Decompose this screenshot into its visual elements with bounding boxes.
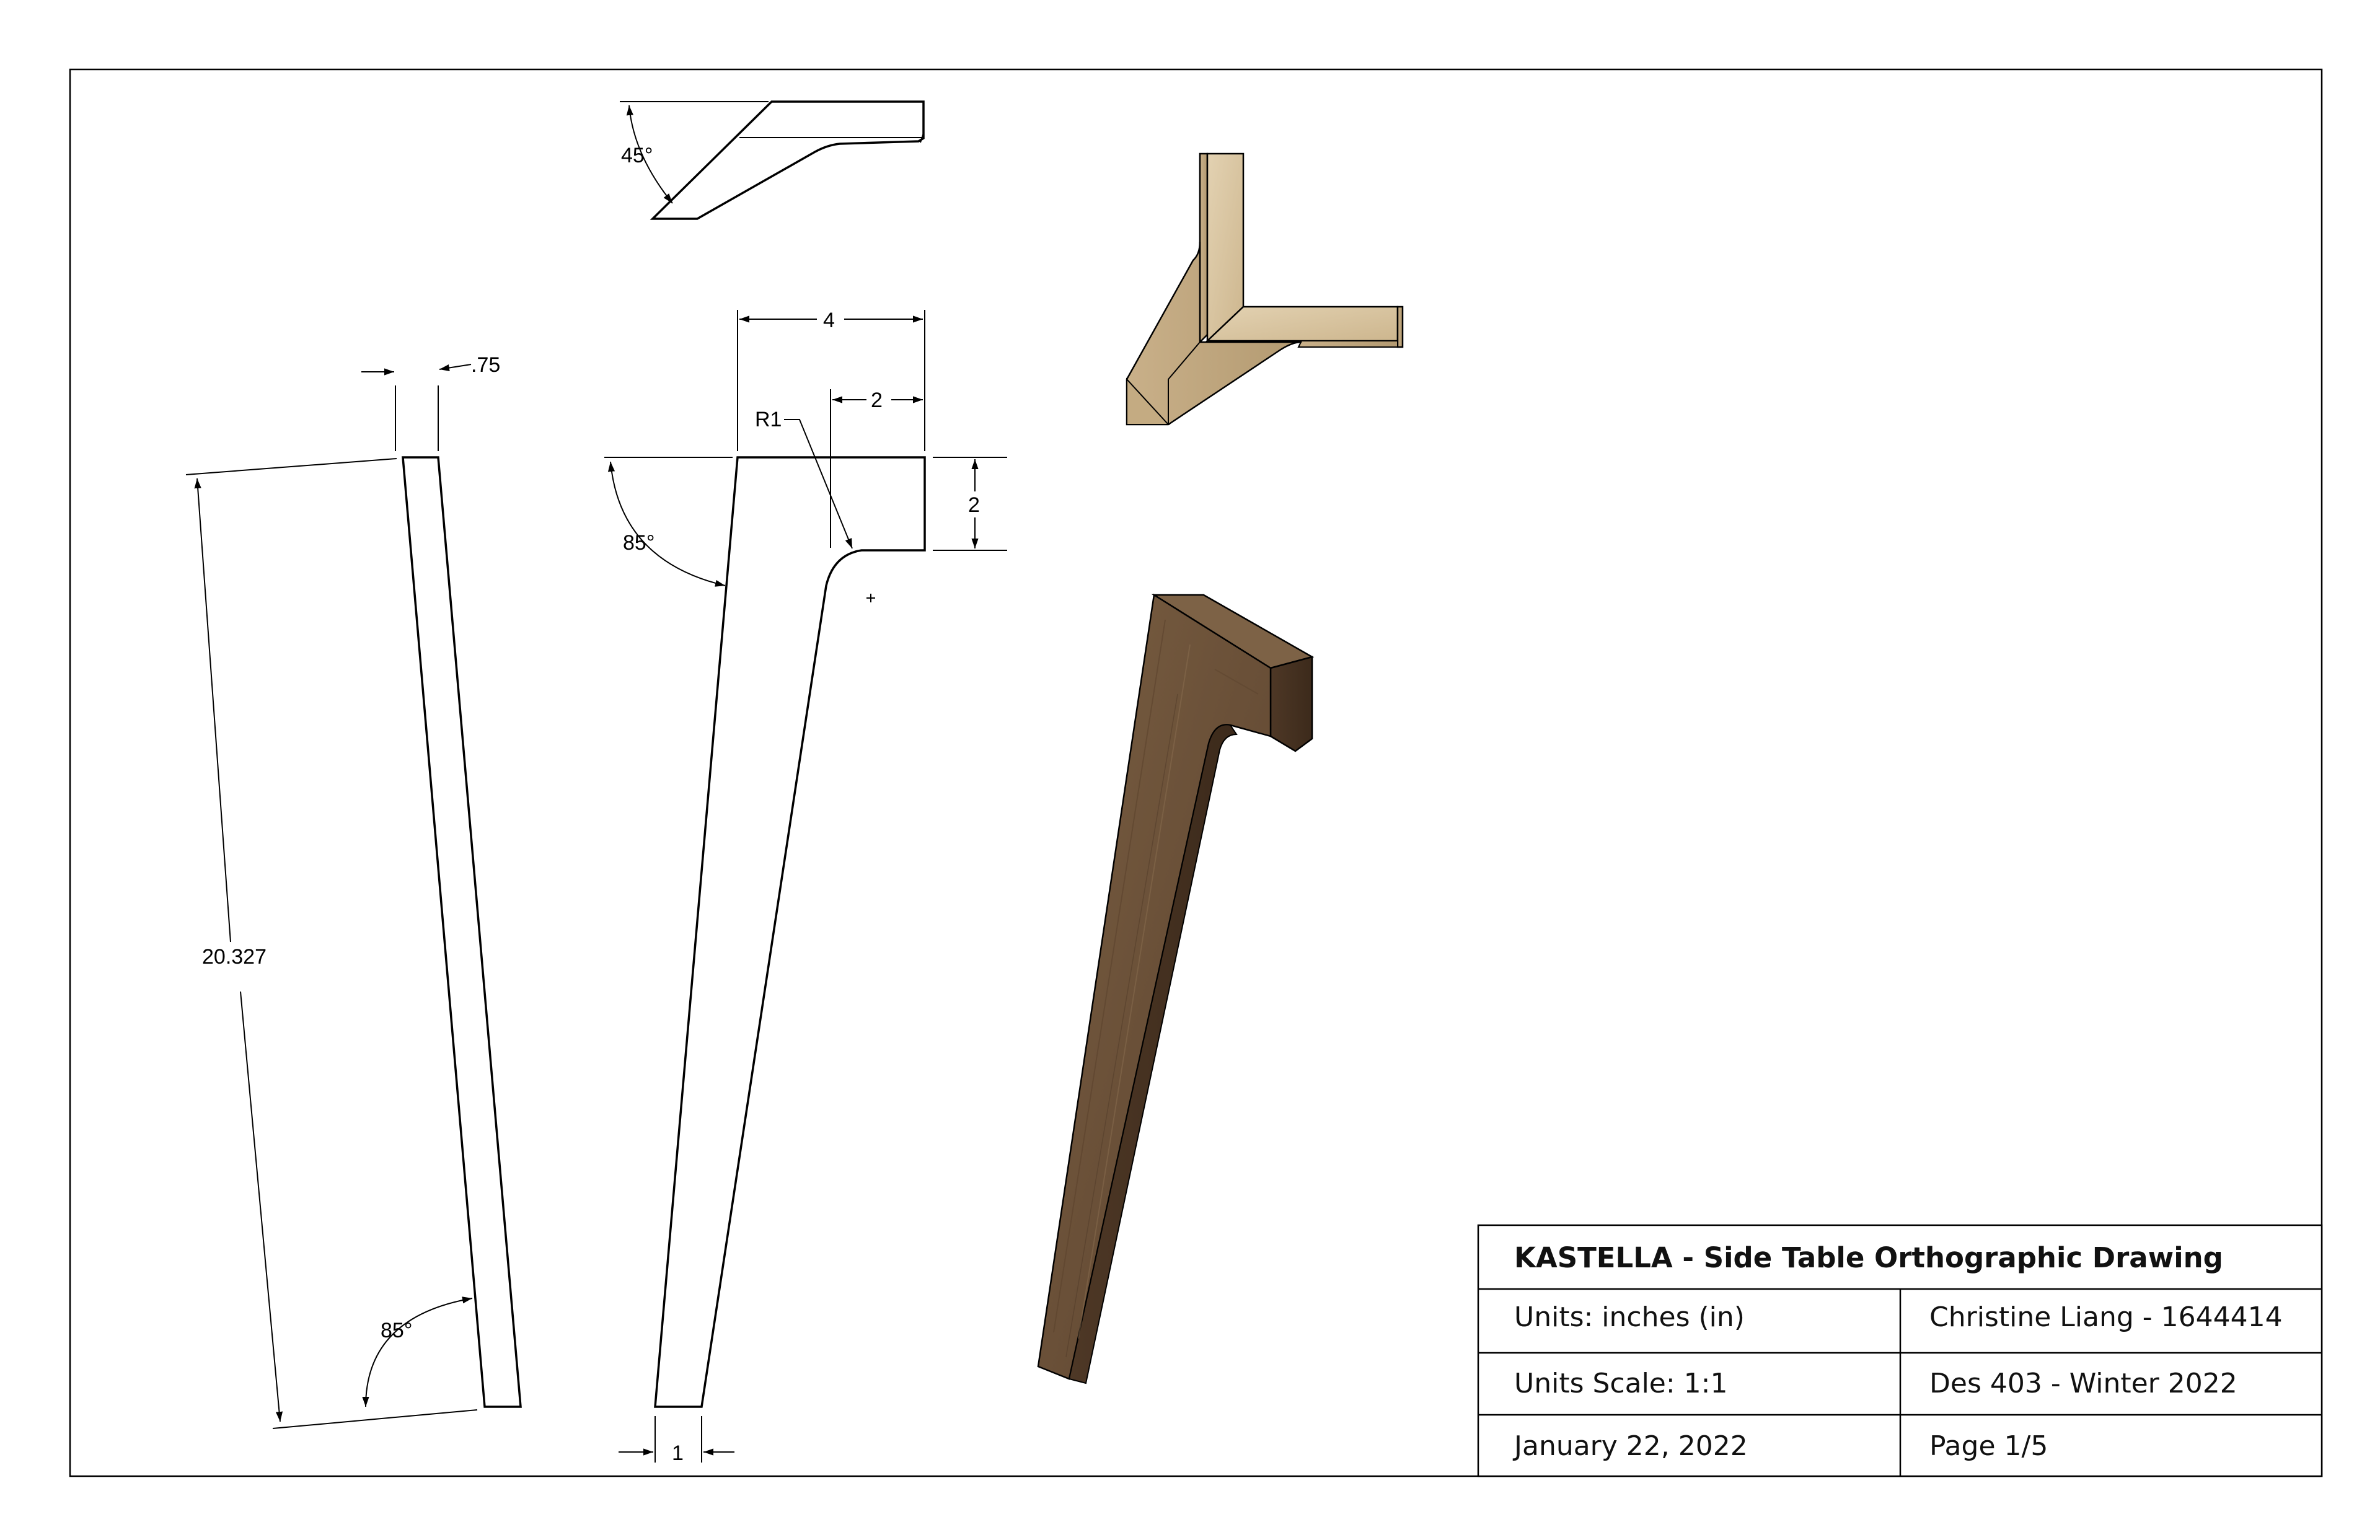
- radius-label: R1: [755, 408, 782, 431]
- notch-depth-label: 2: [968, 493, 980, 517]
- notch-width-label: 2: [871, 389, 883, 412]
- angle-bottom-label: 85°: [381, 1319, 412, 1342]
- side-view: .75 20.327 85°: [185, 353, 522, 1429]
- title-block-scale: Units Scale: 1:1: [1514, 1368, 1727, 1399]
- title-block-date: January 22, 2022: [1512, 1430, 1748, 1462]
- title-block-units: Units: inches (in): [1514, 1301, 1745, 1333]
- angle-45-label: 45°: [621, 144, 653, 167]
- title-block: KASTELLA - Side Table Orthographic Drawi…: [1477, 1224, 2323, 1477]
- iso-top-view: [1126, 152, 1404, 426]
- title-block-author: Christine Liang - 1644414: [1929, 1301, 2283, 1333]
- title-block-title: KASTELLA - Side Table Orthographic Drawi…: [1514, 1241, 2223, 1274]
- angle-top-label: 85°: [623, 531, 654, 555]
- top-view: 45°: [620, 100, 925, 220]
- width-top-label: 4: [823, 309, 835, 332]
- title-block-page: Page 1/5: [1929, 1430, 2048, 1462]
- sheet-border: [69, 68, 2323, 1477]
- title-block-course: Des 403 - Winter 2022: [1929, 1368, 2237, 1399]
- thickness-label: .75: [471, 353, 500, 377]
- length-label: 20.327: [202, 945, 267, 969]
- front-view: 4 2 2 R1 85° 1: [604, 309, 1007, 1465]
- bottom-width-label: 1: [672, 1441, 684, 1465]
- iso-leg-view: [1037, 593, 1315, 1384]
